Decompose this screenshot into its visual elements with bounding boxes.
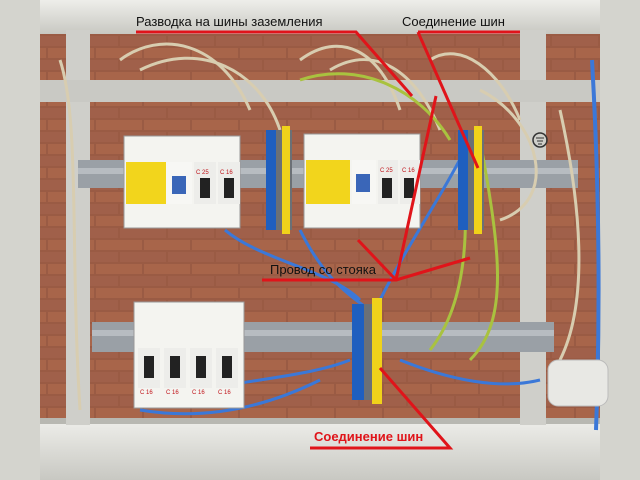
bus-bar-upper-left	[266, 126, 292, 234]
breaker-mark: C 16	[166, 390, 179, 396]
breaker-mark: C 25	[196, 170, 209, 176]
breaker-group-upper-left	[123, 135, 241, 229]
annotation-lines	[136, 30, 520, 450]
breaker-mark: C 16	[218, 390, 231, 396]
enclosure-left	[0, 0, 40, 480]
breaker-mark: C 16	[192, 390, 205, 396]
ground-symbol	[532, 132, 548, 148]
breaker-mark: C 16	[402, 168, 415, 174]
enclosure-right	[600, 0, 640, 480]
label-ground-wiring: Разводка на шины заземления	[136, 14, 323, 29]
breaker-group-lower	[133, 301, 245, 409]
bus-bar-upper-right	[458, 126, 484, 234]
label-bus-connection-bottom: Соединение шин	[314, 429, 424, 444]
top-mounting-bar	[40, 80, 600, 102]
breaker-mark: C 16	[140, 390, 153, 396]
bus-bar-lower	[352, 298, 382, 404]
label-bus-connection-top: Соединение шин	[402, 14, 505, 29]
wire-junction	[547, 359, 609, 407]
enclosure-bottom	[0, 420, 640, 480]
breaker-mark: C 16	[220, 170, 233, 176]
breaker-group-upper-right	[303, 133, 421, 229]
beige-wires	[58, 42, 581, 411]
label-riser-wire: Провод со стояка	[270, 262, 376, 277]
enclosure-top	[0, 0, 640, 34]
breaker-mark: C 25	[380, 168, 393, 174]
